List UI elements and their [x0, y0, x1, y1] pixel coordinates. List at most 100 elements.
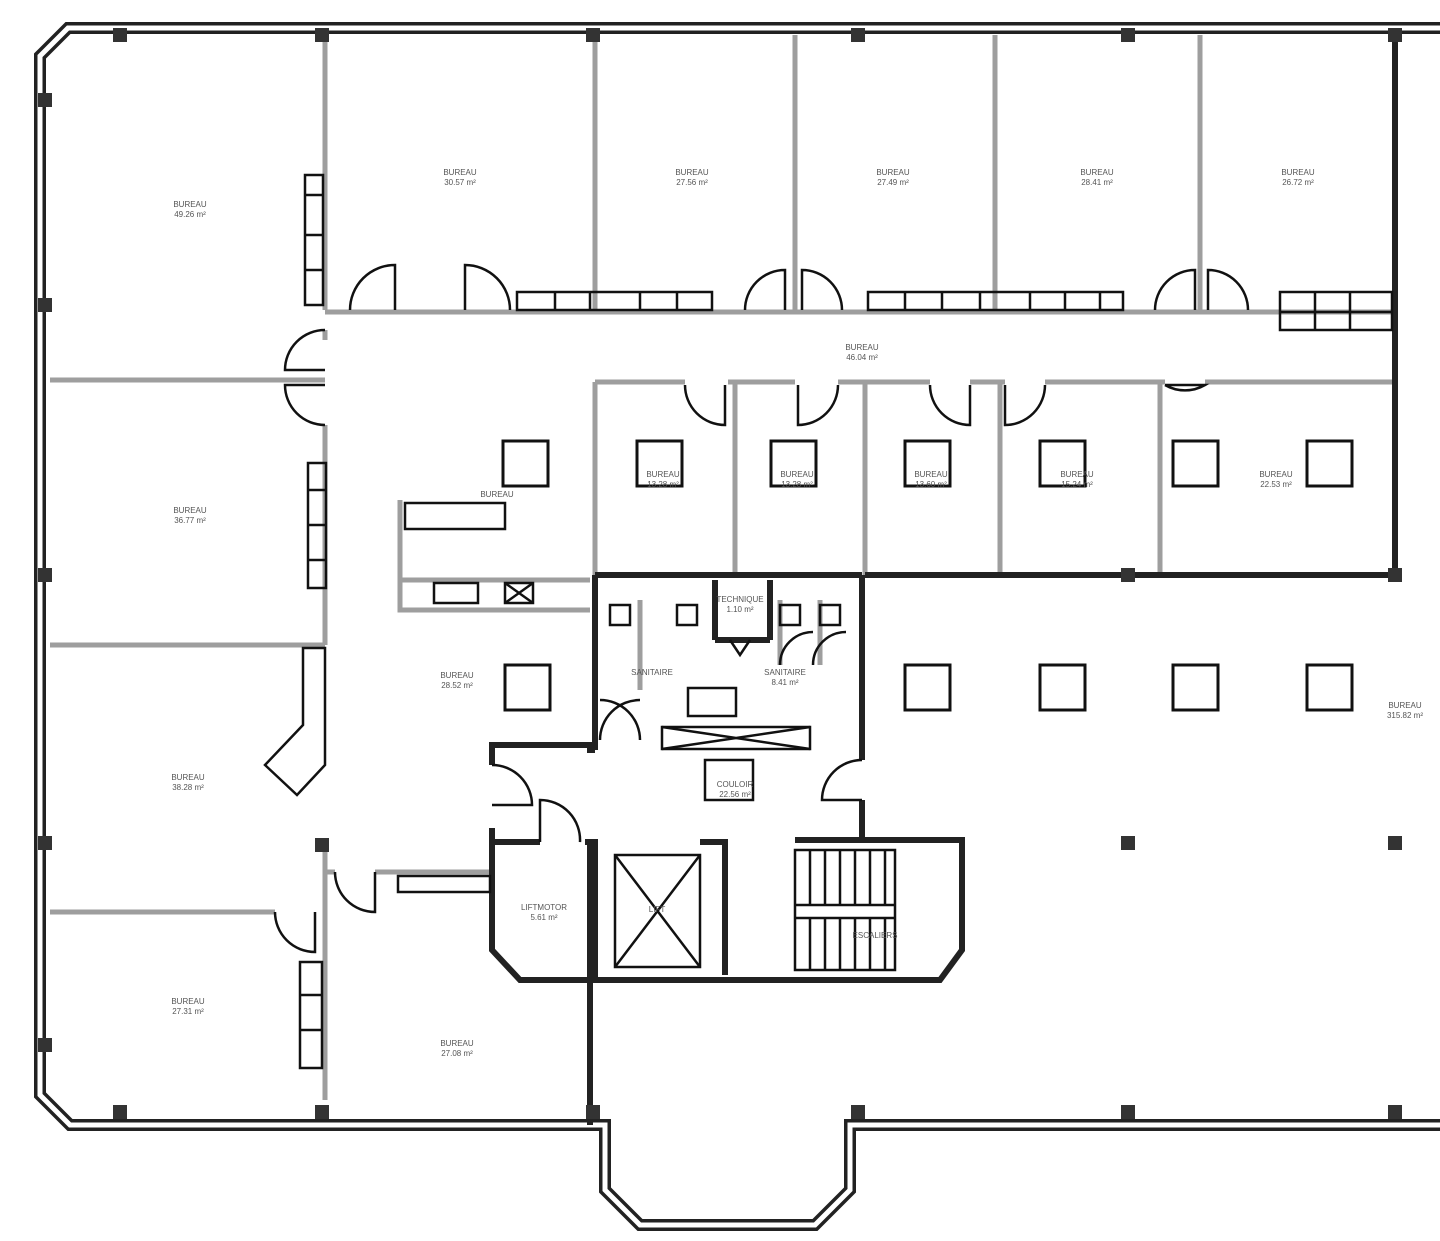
room-area: 49.26 m²	[174, 210, 206, 219]
room-name: TECHNIQUE	[716, 595, 763, 604]
room-name: BUREAU	[480, 490, 514, 499]
room-name: BUREAU	[1259, 470, 1293, 479]
columns	[501, 439, 1354, 712]
exterior-wall-inner	[37, 25, 1440, 1228]
column	[903, 439, 952, 488]
column	[501, 439, 550, 488]
fixtures	[263, 173, 1394, 1070]
pillar	[586, 1105, 600, 1119]
room-name: BUREAU	[646, 470, 680, 479]
room-name: BUREAU	[1060, 470, 1094, 479]
room-area: 28.52 m²	[441, 681, 473, 690]
column	[635, 439, 684, 488]
room-name: BUREAU	[440, 1039, 474, 1048]
pillar	[1388, 28, 1402, 42]
column	[1171, 663, 1220, 712]
pillar	[315, 1105, 329, 1119]
pillar	[113, 28, 127, 42]
pillar	[315, 28, 329, 42]
pillar	[315, 838, 329, 852]
room-area: 28.41 m²	[1081, 178, 1113, 187]
room-name: BUREAU	[443, 168, 477, 177]
room-area: 38.28 m²	[172, 783, 204, 792]
room-name: BUREAU	[173, 200, 207, 209]
pillar	[1121, 28, 1135, 42]
room-area: 1.10 m²	[726, 605, 753, 614]
room-name: BUREAU	[914, 470, 948, 479]
column	[769, 439, 818, 488]
pillar	[1121, 1105, 1135, 1119]
room-area: 30.57 m²	[444, 178, 476, 187]
column	[1171, 439, 1220, 488]
pillar	[1388, 1105, 1402, 1119]
room-name: BUREAU	[780, 470, 814, 479]
pillar	[38, 1038, 52, 1052]
room-area: 27.08 m²	[441, 1049, 473, 1058]
column	[1305, 439, 1354, 488]
column	[1038, 663, 1087, 712]
exterior-wall	[34, 22, 1440, 1231]
room-area: 8.41 m²	[771, 678, 798, 687]
room-area: 15.24 m²	[1061, 480, 1093, 489]
room-area: 27.49 m²	[877, 178, 909, 187]
pillar	[38, 568, 52, 582]
room-name: BUREAU	[1080, 168, 1114, 177]
room-label: LIFT	[649, 905, 666, 914]
room-name: BUREAU	[173, 506, 207, 515]
room-area: 13.28 m²	[647, 480, 679, 489]
room-area: 13.60 m²	[915, 480, 947, 489]
pillar	[38, 836, 52, 850]
room-area: 5.61 m²	[530, 913, 557, 922]
pillar	[1388, 568, 1402, 582]
room-label: BUREAU	[480, 490, 514, 499]
room-name: BUREAU	[845, 343, 879, 352]
room-name: BUREAU	[1388, 701, 1422, 710]
pillar	[38, 93, 52, 107]
column	[1305, 663, 1354, 712]
pillar	[851, 1105, 865, 1119]
pillar	[1388, 836, 1402, 850]
room-area: 22.53 m²	[1260, 480, 1292, 489]
pillar	[38, 298, 52, 312]
room-label: SANITAIRE	[631, 668, 673, 677]
room-area: 27.31 m²	[172, 1007, 204, 1016]
pillar	[1121, 836, 1135, 850]
room-area: 26.72 m²	[1282, 178, 1314, 187]
room-area: 36.77 m²	[174, 516, 206, 525]
room-area: 27.56 m²	[676, 178, 708, 187]
room-name: SANITAIRE	[631, 668, 673, 677]
room-area: 46.04 m²	[846, 353, 878, 362]
room-name: BUREAU	[440, 671, 474, 680]
structural-walls	[489, 35, 1398, 1125]
room-name: BUREAU	[171, 997, 205, 1006]
pillar	[113, 1105, 127, 1119]
pillar	[1121, 568, 1135, 582]
room-name: SANITAIRE	[764, 668, 806, 677]
room-name: ESCALIERS	[853, 931, 898, 940]
room-name: LIFT	[649, 905, 666, 914]
room-area: 22.56 m²	[719, 790, 751, 799]
room-area: 315.82 m²	[1387, 711, 1423, 720]
room-name: BUREAU	[876, 168, 910, 177]
room-label: ESCALIERS	[853, 931, 898, 940]
